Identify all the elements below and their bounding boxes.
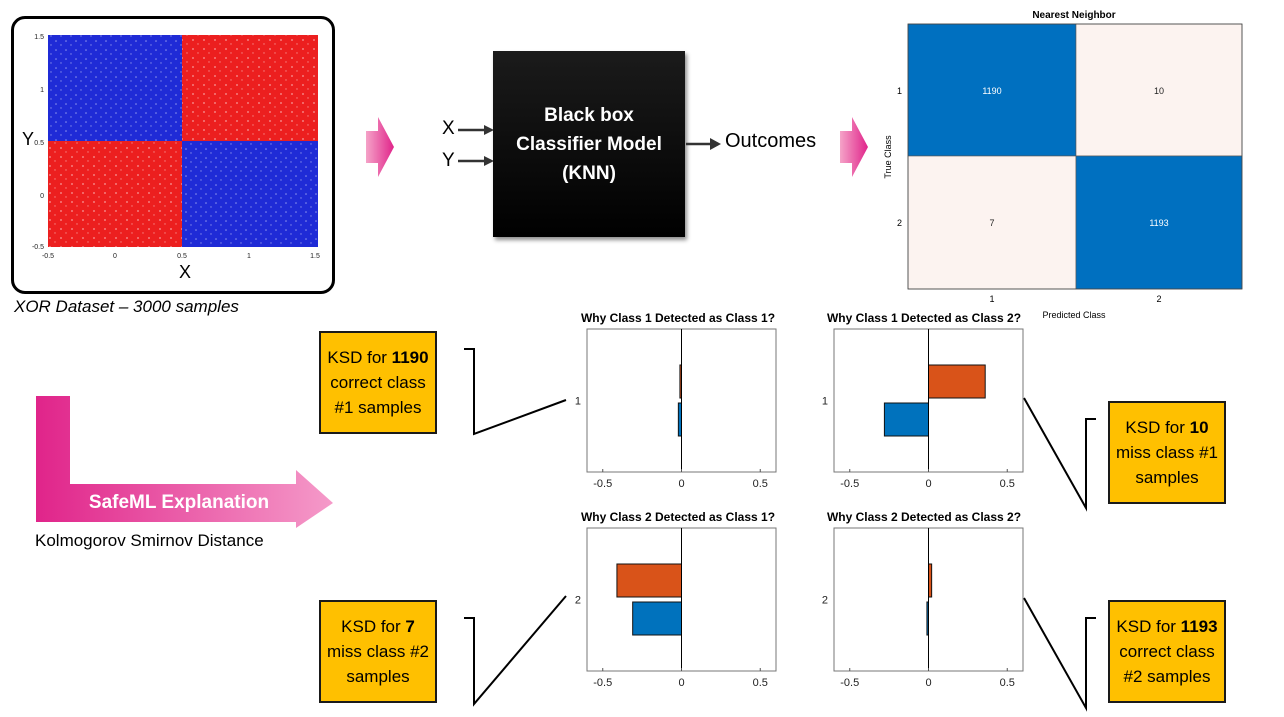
xor-xtick-1: -0.5: [42, 253, 54, 260]
pink-arrow-icon: [840, 117, 868, 177]
confusion-col-label-2: 2: [1156, 294, 1161, 304]
xor-xtick-3: 0.5: [177, 253, 187, 260]
category-label: 2: [575, 595, 581, 607]
xor-ytick-4: 0: [40, 193, 44, 200]
input-arrows: [458, 125, 494, 166]
chart-title-c1-c1: Why Class 1 Detected as Class 1?: [580, 311, 776, 325]
confusion-row-label-1: 1: [897, 86, 902, 96]
x-tick-label: 0: [678, 677, 684, 689]
x-tick-label: -0.5: [593, 677, 612, 689]
xor-scatter-plot: -0.5 0 0.5 1 1.5 1.5 1 0.5 0 -0.5 Y X: [22, 34, 320, 282]
confusion-cell-2-2: [1075, 155, 1243, 290]
outcomes-label: Outcomes: [725, 130, 817, 152]
x-tick-label: -0.5: [840, 478, 859, 490]
xor-dataset-panel: -0.5 0 0.5 1 1.5 1.5 1 0.5 0 -0.5 Y X: [11, 16, 335, 294]
xor-xtick-4: 1: [247, 253, 251, 260]
chart-title-c2-c2: Why Class 2 Detected as Class 2?: [826, 510, 1022, 524]
xor-quadrant-top-left: [48, 35, 182, 141]
input-y-label: Y: [442, 150, 455, 171]
xor-dataset-caption: XOR Dataset – 3000 samples: [14, 297, 239, 316]
confusion-col-label-1: 1: [989, 294, 994, 304]
ksd-box-1193: KSD for 1193 correct class #2 samples: [1108, 600, 1226, 703]
confusion-value-2-1: 7: [989, 218, 994, 228]
xor-ytick-2: 1: [40, 87, 44, 94]
x-tick-label: 0.5: [1000, 677, 1015, 689]
input-x-label: X: [442, 118, 455, 139]
xor-ytick-1: 1.5: [34, 34, 44, 41]
xor-quadrant-top-right: [182, 35, 318, 141]
xor-ylabel: Y: [22, 129, 34, 149]
bar-series-2: [883, 402, 929, 437]
xor-xtick-5: 1.5: [310, 253, 320, 260]
model-title-line3: (KNN): [562, 162, 616, 184]
category-label: 1: [575, 396, 581, 408]
output-arrow-icon: [686, 138, 721, 150]
bar-series-1: [616, 563, 682, 598]
x-tick-label: 0: [678, 478, 684, 490]
bar-series-1: [928, 364, 986, 399]
category-label: 1: [822, 396, 828, 408]
xor-xtick-2: 0: [113, 253, 117, 260]
xor-ytick-5: -0.5: [32, 244, 44, 251]
confusion-row-label-2: 2: [897, 218, 902, 228]
xor-xlabel: X: [179, 262, 191, 282]
ks-chart-c2-c1: -0.5 0 0.5 2: [575, 527, 777, 689]
confusion-title: Nearest Neighbor: [1032, 10, 1115, 21]
confusion-ylabel: True Class: [883, 135, 893, 179]
confusion-cell-2-1: [907, 155, 1077, 290]
model-title-line1: Black box: [544, 104, 634, 126]
ksd-box-1190: KSD for 1190 correct class #1 samples: [319, 331, 437, 434]
category-label: 2: [822, 595, 828, 607]
ks-chart-c1-c1: -0.5 0 0.5 1: [575, 328, 777, 490]
x-tick-label: 0.5: [1000, 478, 1015, 490]
confusion-value-2-2: 1193: [1149, 218, 1168, 228]
chart-title-c1-c2: Why Class 1 Detected as Class 2?: [826, 311, 1022, 325]
chart-title-c2-c1: Why Class 2 Detected as Class 1?: [580, 510, 776, 524]
xor-quadrant-bottom-left: [48, 141, 182, 247]
confusion-matrix: Nearest Neighbor 1190 10 7 1193 1 2 1 2 …: [883, 10, 1243, 320]
ksd-box-7: KSD for 7 miss class #2 samples: [319, 600, 437, 703]
x-tick-label: 0.5: [753, 677, 768, 689]
pink-arrow-icon: [366, 117, 394, 177]
xor-ytick-3: 0.5: [34, 140, 44, 147]
confusion-value-1-1: 1190: [982, 86, 1001, 96]
ks-chart-c2-c2: -0.5 0 0.5 2: [822, 527, 1024, 689]
confusion-xlabel: Predicted Class: [1042, 310, 1106, 320]
confusion-cell-1-2: [1075, 23, 1243, 157]
bar-series-2: [632, 601, 683, 636]
xor-quadrant-bottom-right: [182, 141, 318, 247]
confusion-cell-1-1: [907, 23, 1077, 157]
safeml-explanation-arrow: [36, 396, 333, 528]
black-box-classifier: Black box Classifier Model (KNN): [493, 51, 685, 237]
ks-chart-c1-c2: -0.5 0 0.5 1: [822, 328, 1024, 490]
model-title-line2: Classifier Model: [516, 133, 662, 155]
x-tick-label: 0: [925, 478, 931, 490]
kolmogorov-smirnov-caption: Kolmogorov Smirnov Distance: [35, 531, 264, 550]
safeml-explanation-label: SafeML Explanation: [88, 492, 270, 513]
ksd-box-10: KSD for 10 miss class #1 samples: [1108, 401, 1226, 504]
x-tick-label: -0.5: [593, 478, 612, 490]
x-tick-label: 0: [925, 677, 931, 689]
confusion-value-1-2: 10: [1154, 86, 1164, 96]
x-tick-label: -0.5: [840, 677, 859, 689]
x-tick-label: 0.5: [753, 478, 768, 490]
